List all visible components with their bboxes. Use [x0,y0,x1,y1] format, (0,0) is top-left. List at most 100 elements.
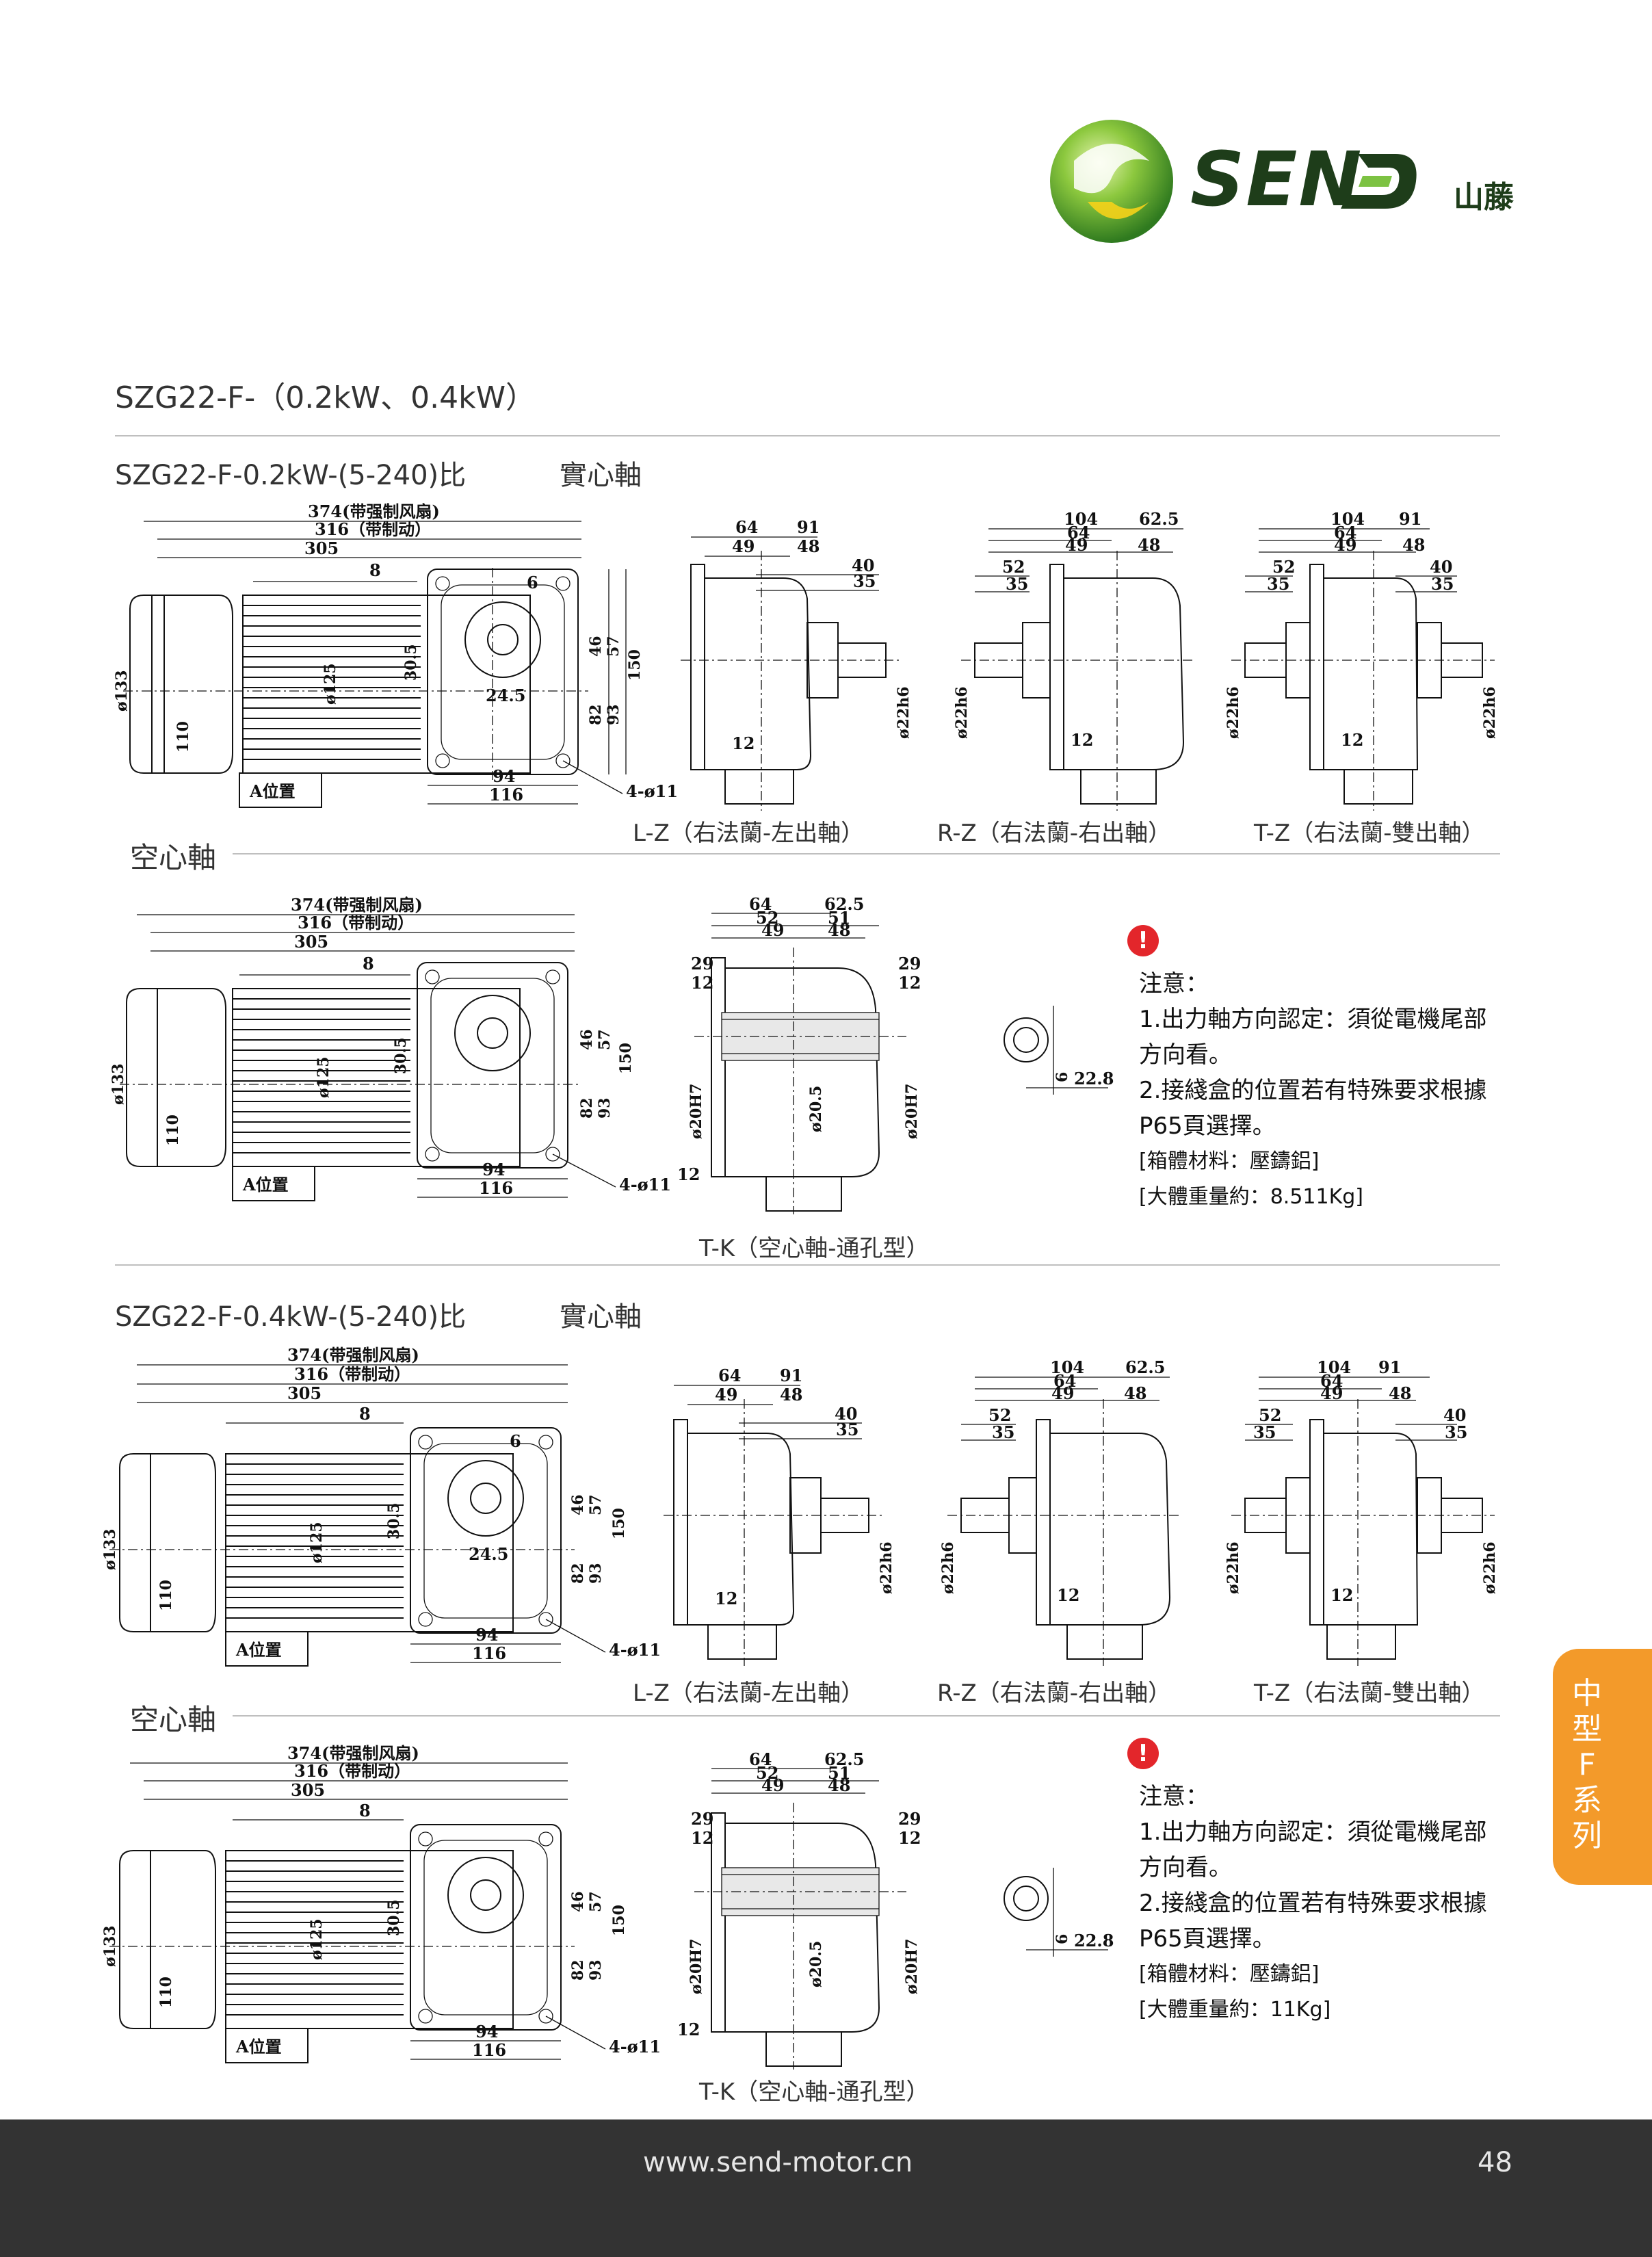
svg-text:91: 91 [1378,1357,1401,1377]
caption-rz-1: R-Z（右法蘭-右出軸） [937,820,1172,847]
svg-text:91: 91 [1399,509,1421,529]
svg-text:62.5: 62.5 [1139,509,1179,529]
svg-text:ø20H7: ø20H7 [903,1084,921,1139]
svg-text:46: 46 [569,1891,587,1912]
dim-110: 110 [174,721,192,753]
svg-text:SEN: SEN [1190,135,1363,223]
dim-6: 6 [527,573,538,592]
svg-text:12: 12 [691,1828,713,1848]
svg-text:305: 305 [287,1383,322,1403]
dim-46: 46 [587,636,605,657]
svg-text:ø22h6: ø22h6 [953,686,971,739]
svg-text:29: 29 [691,1809,713,1829]
dim-30-5: 30.5 [402,644,420,681]
svg-text:12: 12 [898,1828,921,1848]
brand-chinese-name: 山藤 [1454,180,1514,215]
svg-text:ø22h6: ø22h6 [1224,1541,1242,1594]
svg-text:12: 12 [677,1164,700,1184]
svg-text:94: 94 [475,1625,498,1645]
svg-text:4-ø11: 4-ø11 [619,1175,671,1195]
caption-tz-2: T-Z（右法蘭-雙出軸） [1254,1680,1485,1707]
svg-text:48: 48 [780,1385,802,1405]
svg-text:48: 48 [1124,1383,1146,1403]
section1-solid-label: 實心軸 [560,460,642,491]
svg-text:52: 52 [1272,557,1295,577]
svg-text:82: 82 [569,1959,587,1981]
svg-text:49: 49 [1065,535,1088,555]
section-divider [115,1264,1500,1266]
svg-text:52: 52 [756,1763,778,1783]
svg-text:A位置: A位置 [235,1640,282,1660]
gearbox-tk-1: 64 62.5 52 51 49 48 29 12 29 12 ø20H7 ø2… [677,894,921,1214]
section2-hollow-label: 空心軸 [130,1703,217,1736]
svg-text:ø133: ø133 [101,1925,119,1967]
svg-text:ø22h6: ø22h6 [878,1541,895,1594]
caption-tk-1: T-K（空心軸-通孔型） [699,1235,930,1262]
notes-line2: 方向看。 [1139,1041,1232,1069]
dim-24-5: 24.5 [486,686,525,705]
svg-text:305: 305 [291,1780,325,1800]
notes-heading: 注意： [1139,970,1209,997]
svg-text:110: 110 [164,1114,182,1146]
dim-316: 316（带制动） [315,519,431,539]
caption-rz-2: R-Z（右法蘭-右出軸） [937,1680,1172,1707]
svg-text:52: 52 [988,1405,1011,1425]
dim-305: 305 [304,538,339,558]
svg-text:40: 40 [835,1404,857,1424]
svg-text:22.8: 22.8 [1074,1069,1114,1088]
svg-text:48: 48 [1389,1383,1411,1403]
svg-text:64: 64 [735,517,758,537]
svg-text:35: 35 [992,1422,1014,1442]
gearbox-tz-2: 104 91 64 49 48 52 35 40 35 12 ø22h6 ø22… [1224,1357,1499,1666]
svg-text:35: 35 [853,571,876,591]
svg-text:12: 12 [1057,1585,1079,1605]
section2-solid-label: 實心軸 [560,1301,642,1333]
svg-text:57: 57 [587,1891,605,1912]
svg-text:305: 305 [294,932,328,952]
side-tab [1553,1649,1652,1885]
gearbox-tk-2: 64 62.5 52 51 49 48 29 12 29 12 ø20H7 ø2… [677,1749,921,2070]
svg-text:ø125: ø125 [315,1056,332,1098]
notes-material: [箱體材料：壓鑄鋁] [1139,1149,1320,1173]
svg-text:ø20.5: ø20.5 [807,1086,825,1132]
notes-block-2: 注意： 1.出力軸方向認定：須從電機尾部 方向看。 2.接綫盒的位置若有特殊要求… [1139,1779,1486,2028]
svg-text:35: 35 [1267,574,1289,594]
svg-text:150: 150 [610,1905,628,1936]
dim-82: 82 [587,704,605,725]
svg-text:93: 93 [587,1959,605,1981]
footer-bar [0,2119,1652,2257]
svg-text:8: 8 [359,1801,371,1821]
svg-text:35: 35 [1253,1422,1276,1442]
svg-text:48: 48 [797,536,820,556]
dim-133: ø133 [113,670,131,712]
brand-logo: SEN [1050,120,1417,243]
svg-text:40: 40 [1430,557,1452,577]
footer-url[interactable]: www.send-motor.cn [643,2147,913,2178]
dim-374: 374(带强制风扇) [308,501,440,521]
svg-text:ø22h6: ø22h6 [895,686,913,739]
svg-text:116: 116 [472,1643,506,1663]
svg-text:64: 64 [749,894,772,914]
svg-text:64: 64 [1067,523,1090,543]
notes-line4: P65頁選擇。 [1139,1925,1276,1953]
svg-text:4-ø11: 4-ø11 [609,1640,661,1660]
svg-text:57: 57 [587,1494,605,1515]
notes-block-1: 注意： 1.出力軸方向認定：須從電機尾部 方向看。 2.接綫盒的位置若有特殊要求… [1139,966,1486,1215]
caption-tk-2: T-K（空心軸-通孔型） [699,2078,930,2106]
svg-text:29: 29 [898,1809,921,1829]
notes-material: [箱體材料：壓鑄鋁] [1139,1962,1320,1986]
svg-text:374(带强制风扇): 374(带强制风扇) [287,1743,419,1763]
dim-holes: 4-ø11 [626,781,678,801]
svg-text:ø22h6: ø22h6 [939,1541,957,1594]
svg-text:52: 52 [756,908,778,928]
hollow-divider-2 [233,1715,1500,1717]
svg-text:8: 8 [363,954,374,974]
svg-text:ø20H7: ø20H7 [903,1939,921,1994]
svg-text:104: 104 [1330,509,1365,529]
svg-text:91: 91 [780,1366,802,1385]
svg-text:6: 6 [510,1431,521,1451]
notes-line3: 2.接綫盒的位置若有特殊要求根據 [1139,1077,1487,1104]
notes-line1: 1.出力軸方向認定：須從電機尾部 [1139,1818,1487,1846]
svg-text:62.5: 62.5 [824,1749,864,1769]
svg-text:49: 49 [761,1775,784,1795]
